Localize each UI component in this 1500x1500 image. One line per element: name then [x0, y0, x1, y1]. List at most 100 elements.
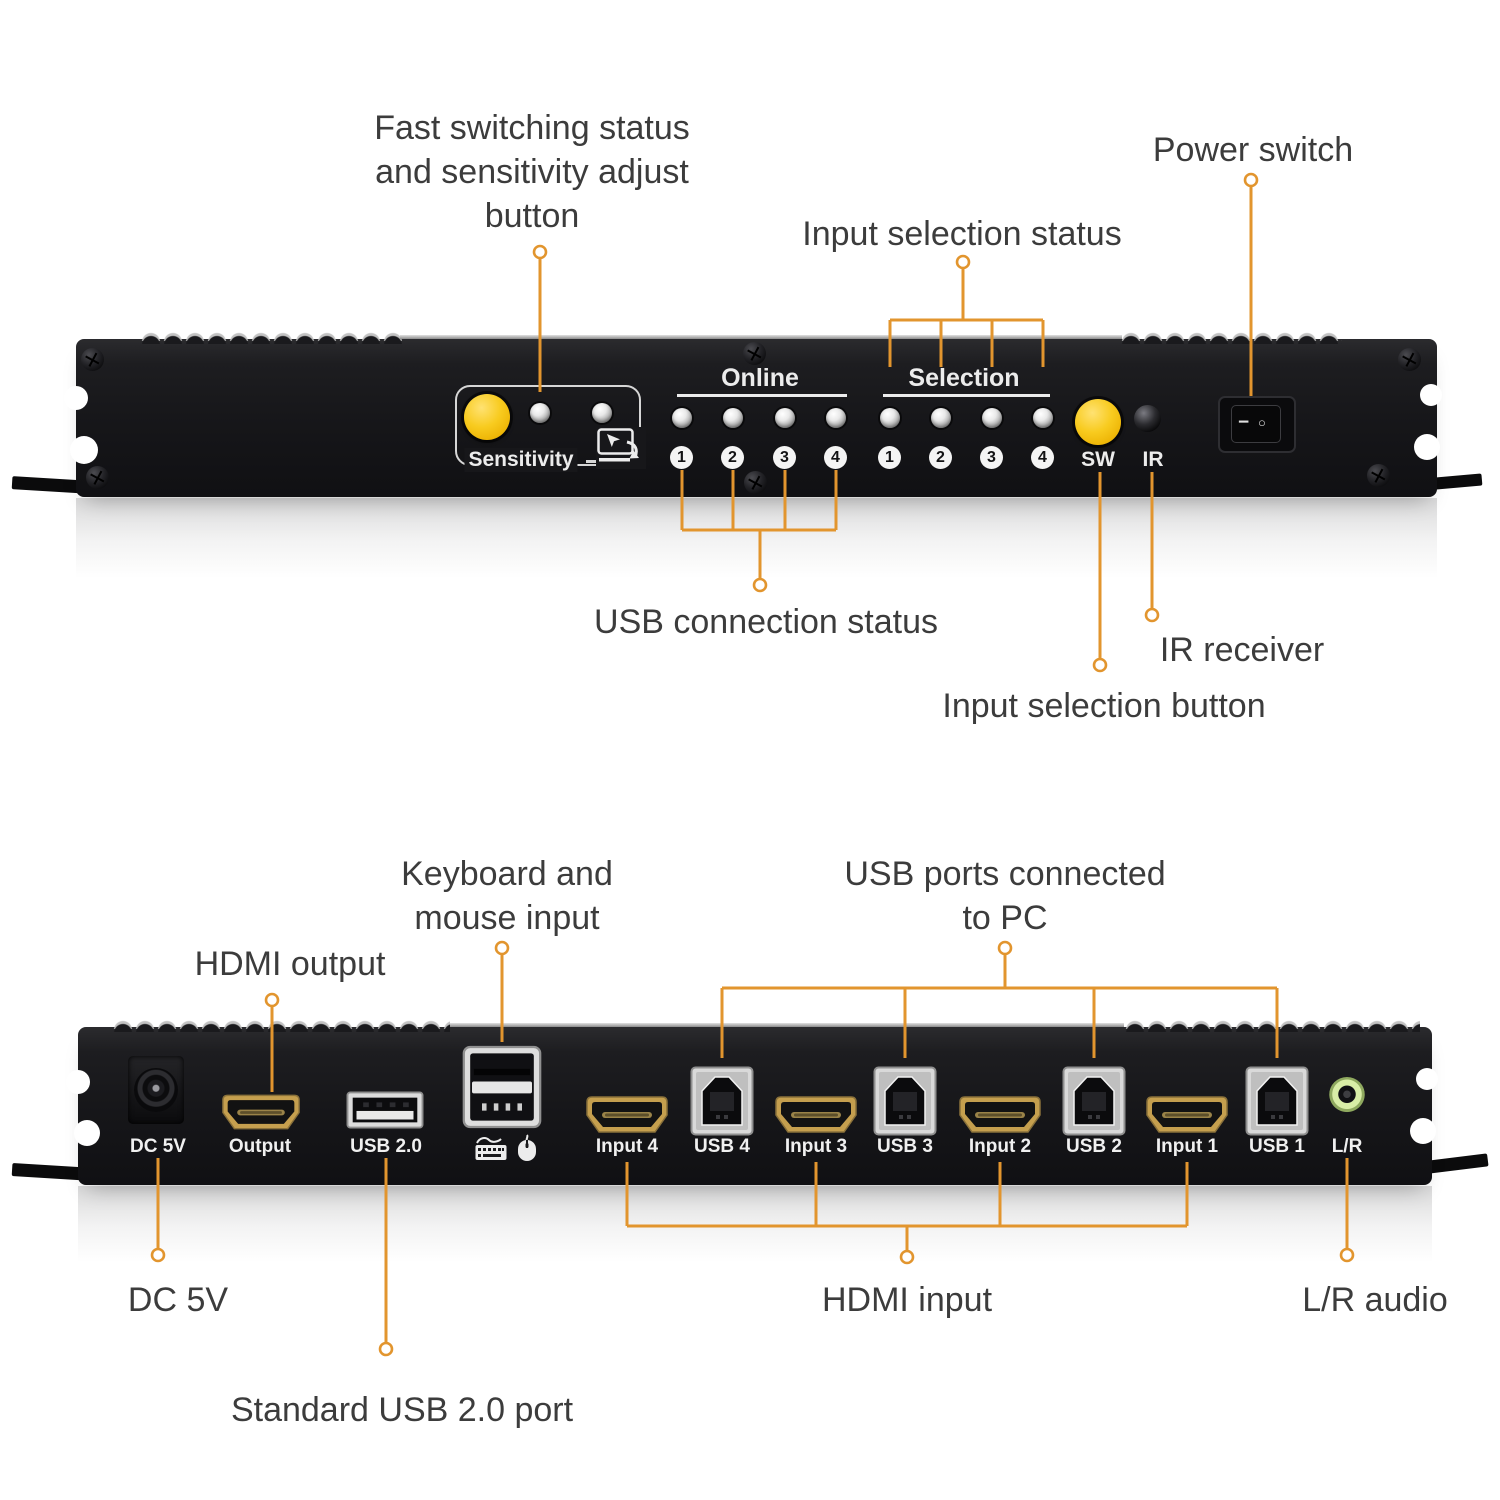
front-top-rim	[400, 335, 1122, 339]
usb4-port-label: USB 4	[694, 1136, 750, 1157]
keyboard-mouse-label: Keyboard and mouse input	[401, 852, 613, 940]
usb3-port	[873, 1066, 937, 1141]
hdmi-input4-port	[585, 1096, 669, 1139]
input3-port-label: Input 3	[784, 1136, 848, 1157]
sensitivity-button	[464, 394, 510, 440]
rear-right-foot	[1427, 1153, 1489, 1174]
sensitivity-led	[530, 403, 550, 423]
input-selection-status-label: Input selection status	[802, 215, 1122, 253]
rear-scallops-left	[112, 1015, 450, 1032]
standard-usb-label: Standard USB 2.0 port	[230, 1391, 574, 1429]
lr-port-label: L/R	[1331, 1136, 1363, 1157]
selection-label: Selection	[908, 364, 1020, 392]
usb-ports-pc-line2: to PC	[962, 899, 1048, 937]
keyboard-mouse-line1: Keyboard and	[401, 855, 613, 893]
screw-icon	[743, 342, 766, 365]
mouse-icon	[514, 1134, 540, 1167]
front-edge-notch	[70, 436, 98, 464]
ir-receiver-icon	[1134, 405, 1161, 432]
usb20-port	[345, 1091, 425, 1134]
online-number-1: 1	[670, 446, 693, 469]
usb3-port-label: USB 3	[877, 1136, 933, 1157]
online-number-3: 3	[773, 446, 796, 469]
keyboard-mouse-line2: mouse input	[414, 899, 600, 937]
keyboard-mouse-usb-port	[462, 1043, 542, 1136]
rear-top-rim	[450, 1023, 1124, 1027]
selection-number-1: 1	[878, 446, 901, 469]
power-on-mark: −	[1238, 412, 1250, 433]
sensitivity-led	[592, 403, 612, 423]
usb4-port	[690, 1066, 754, 1141]
rear-panel-reflection	[78, 1186, 1432, 1276]
sensitivity-dash	[586, 460, 598, 463]
online-label: Online	[721, 364, 799, 392]
usb-connection-status-label: USB connection status	[594, 603, 938, 641]
keyboard-icon	[474, 1136, 508, 1167]
output-port-label: Output	[228, 1136, 292, 1157]
hdmi-output-label: HDMI output	[194, 945, 386, 983]
power-switch: − ○	[1218, 396, 1296, 453]
screw-icon	[81, 348, 104, 371]
dc-port-label: DC 5V	[130, 1136, 186, 1157]
rear-edge-notch	[66, 1070, 90, 1094]
selection-led-1	[880, 408, 900, 428]
hdmi-input-label: HDMI input	[821, 1281, 993, 1319]
screw-icon	[1367, 464, 1390, 487]
usb2-port	[1062, 1066, 1126, 1141]
screw-icon	[86, 466, 109, 489]
hdmi-output-port	[221, 1094, 301, 1136]
usb2-port-label: USB 2	[1066, 1136, 1122, 1157]
usb20-port-label: USB 2.0	[350, 1136, 422, 1157]
fast-switching-line2: and sensitivity adjust	[375, 153, 689, 191]
front-panel-reflection	[76, 498, 1437, 593]
input-selection-button-label: Input selection button	[942, 687, 1266, 725]
hdmi-input1-port	[1145, 1096, 1229, 1139]
selection-led-2	[931, 408, 951, 428]
front-scallops-right	[1120, 327, 1342, 344]
usb-ports-pc-label: USB ports connected to PC	[844, 852, 1165, 940]
front-scallops-left	[140, 327, 402, 344]
sw-label: SW	[1081, 448, 1115, 471]
ir-receiver-label: IR receiver	[1159, 631, 1325, 669]
selection-number-2: 2	[929, 446, 952, 469]
dc-5v-label: DC 5V	[127, 1281, 229, 1319]
screw-icon	[744, 471, 767, 494]
front-edge-notch	[64, 386, 88, 410]
input2-port-label: Input 2	[968, 1136, 1032, 1157]
sw-button	[1075, 399, 1121, 445]
lr-audio-jack	[1329, 1077, 1365, 1113]
online-led-3	[775, 408, 795, 428]
lr-audio-label: L/R audio	[1302, 1281, 1448, 1319]
dc-jack	[128, 1056, 184, 1124]
screw-icon	[1398, 348, 1421, 371]
rear-edge-notch	[1416, 1068, 1438, 1090]
hdmi-input2-port	[958, 1096, 1042, 1139]
hdmi-input3-port	[774, 1096, 858, 1139]
selection-led-3	[982, 408, 1002, 428]
power-rocker: − ○	[1231, 405, 1281, 443]
dc-barrel-icon	[134, 1068, 178, 1112]
fast-switching-line3: button	[484, 197, 580, 235]
rear-scallops-right	[1124, 1015, 1420, 1032]
front-edge-notch	[1414, 434, 1440, 460]
power-switch-label: Power switch	[1152, 131, 1354, 169]
rear-edge-notch	[1410, 1118, 1436, 1144]
usb1-port	[1245, 1066, 1309, 1141]
fast-switching-line1: Fast switching status	[374, 109, 690, 147]
input4-port-label: Input 4	[595, 1136, 659, 1157]
selection-number-3: 3	[980, 446, 1003, 469]
fast-switching-label: Fast switching status and sensitivity ad…	[374, 106, 690, 238]
input1-port-label: Input 1	[1155, 1136, 1219, 1157]
front-edge-notch	[1420, 384, 1442, 406]
sensitivity-label: Sensitivity	[464, 448, 578, 472]
usb-ports-pc-line1: USB ports connected	[844, 855, 1166, 893]
selection-number-4: 4	[1031, 446, 1054, 469]
online-underline	[677, 394, 847, 397]
usb1-port-label: USB 1	[1249, 1136, 1305, 1157]
selection-underline	[883, 394, 1050, 397]
power-off-mark: ○	[1258, 415, 1266, 430]
online-number-4: 4	[824, 446, 847, 469]
online-led-4	[826, 408, 846, 428]
online-led-1	[672, 408, 692, 428]
